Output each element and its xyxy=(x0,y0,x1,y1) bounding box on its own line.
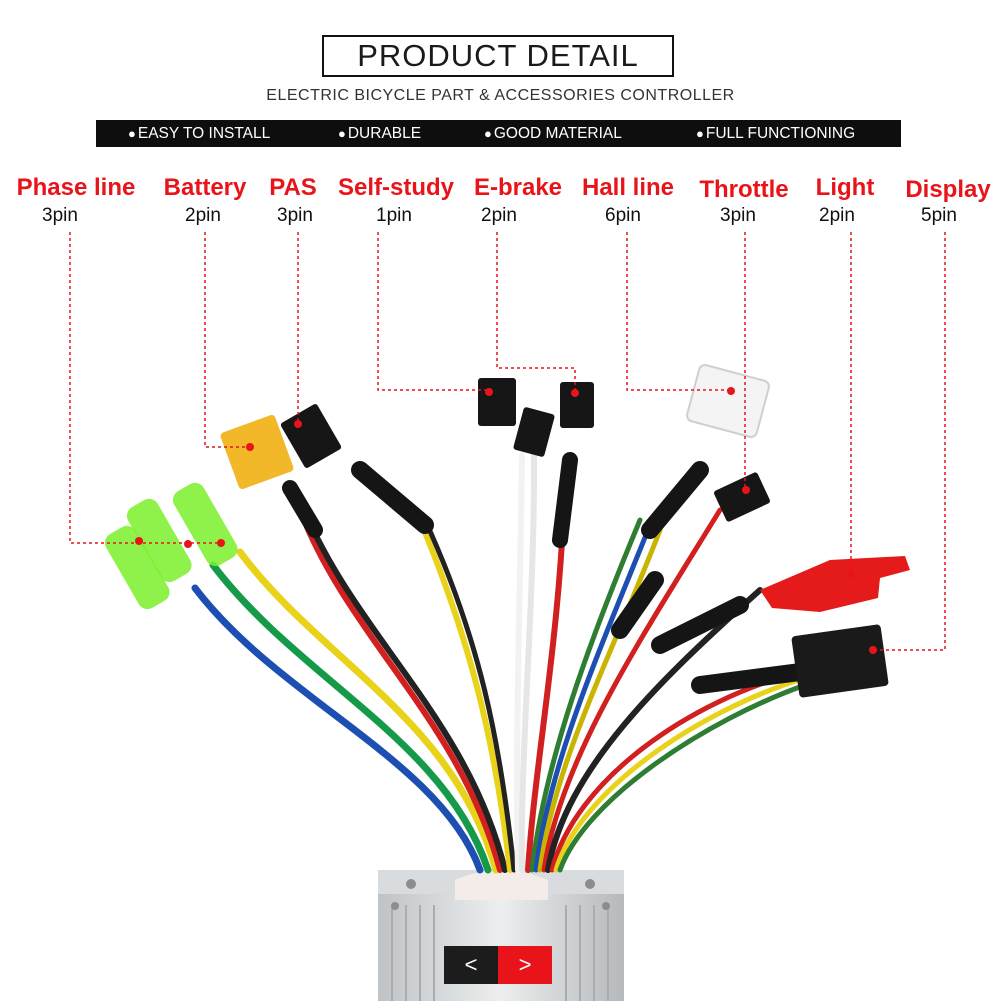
pins-phase-line: 3pin xyxy=(42,205,78,226)
light-connector xyxy=(760,556,910,612)
battery-connector xyxy=(220,415,294,489)
feature-bar: ●EASY TO INSTALL ●DURABLE ●GOOD MATERIAL… xyxy=(96,120,901,147)
pas-connector xyxy=(280,404,342,468)
e-brake-connector-a xyxy=(513,407,555,457)
bullet-icon: ● xyxy=(484,126,492,141)
label-throttle: Throttle xyxy=(699,176,789,203)
feature-good-material: ●GOOD MATERIAL xyxy=(484,125,622,142)
pins-pas: 3pin xyxy=(277,205,313,226)
pins-hall-line: 6pin xyxy=(605,205,641,226)
label-self-study: Self-study xyxy=(337,174,455,201)
bullet-icon: ● xyxy=(696,126,704,141)
prev-button[interactable]: < xyxy=(444,946,498,984)
pins-display: 5pin xyxy=(921,205,957,226)
hall-line-connector xyxy=(686,364,770,438)
bullet-icon: ● xyxy=(338,126,346,141)
pins-battery: 2pin xyxy=(185,205,221,226)
feature-durable: ●DURABLE xyxy=(338,125,422,142)
feature-full-functioning: ●FULL FUNCTIONING xyxy=(696,125,856,142)
image-nav: < > xyxy=(444,946,552,984)
next-button[interactable]: > xyxy=(498,946,552,984)
display-connector xyxy=(791,624,889,698)
pins-light: 2pin xyxy=(819,205,855,226)
wire-bundle xyxy=(191,452,811,874)
pins-self-study: 1pin xyxy=(376,205,412,226)
label-pas: PAS xyxy=(269,174,317,201)
self-study-connector xyxy=(478,378,516,426)
label-hall-line: Hall line xyxy=(581,174,675,201)
leader-dots xyxy=(135,387,877,654)
label-e-brake: E-brake xyxy=(473,174,563,201)
label-display: Display xyxy=(905,176,991,203)
pins-throttle: 3pin xyxy=(720,205,756,226)
label-phase-line: Phase line xyxy=(16,174,136,201)
page-subtitle: ELECTRIC BICYCLE PART & ACCESSORIES CONT… xyxy=(266,87,735,104)
bullet-icon: ● xyxy=(128,126,136,141)
controller-box xyxy=(378,870,624,1001)
page-title: PRODUCT DETAIL xyxy=(322,35,674,77)
throttle-connector xyxy=(714,472,770,522)
pins-e-brake: 2pin xyxy=(481,205,517,226)
heat-shrink-sleeves xyxy=(282,452,809,694)
leader-lines xyxy=(69,232,946,651)
e-brake-connector-b xyxy=(560,382,594,428)
label-light: Light xyxy=(815,174,875,201)
label-battery: Battery xyxy=(163,174,247,201)
feature-easy-install: ●EASY TO INSTALL xyxy=(128,125,271,142)
